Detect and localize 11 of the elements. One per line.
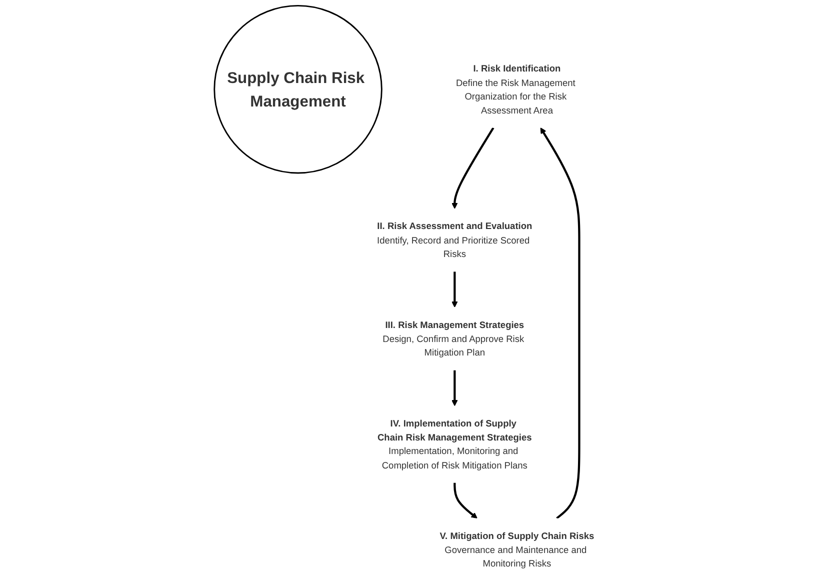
arrow — [451, 370, 458, 406]
node-text: I. Risk Identification Define the Risk Management Organization for the Risk Assessment Area — [455, 63, 575, 116]
arrow — [453, 482, 477, 519]
arrow — [451, 272, 458, 308]
node-circle: Supply Chain Risk Management — [213, 4, 382, 174]
node-text: III. Risk Management Strategies Design, Confirm and Approve Risk Mitigation Plan — [382, 319, 524, 358]
arrow — [540, 128, 580, 520]
node-text: II. Risk Assessment and Evaluation Identify, Record and Prioritize Scored Risks — [376, 220, 532, 260]
node-text: V. Mitigation of Supply Chain Risks Governance and Maintenance and Monitoring Risks — [439, 530, 594, 569]
arrow — [451, 127, 494, 209]
node-text: IV. Implementation of Supply Chain Risk Management Strategies Implementation, Monitoring and Completion of Risk Mitigation Plans — [377, 418, 532, 470]
